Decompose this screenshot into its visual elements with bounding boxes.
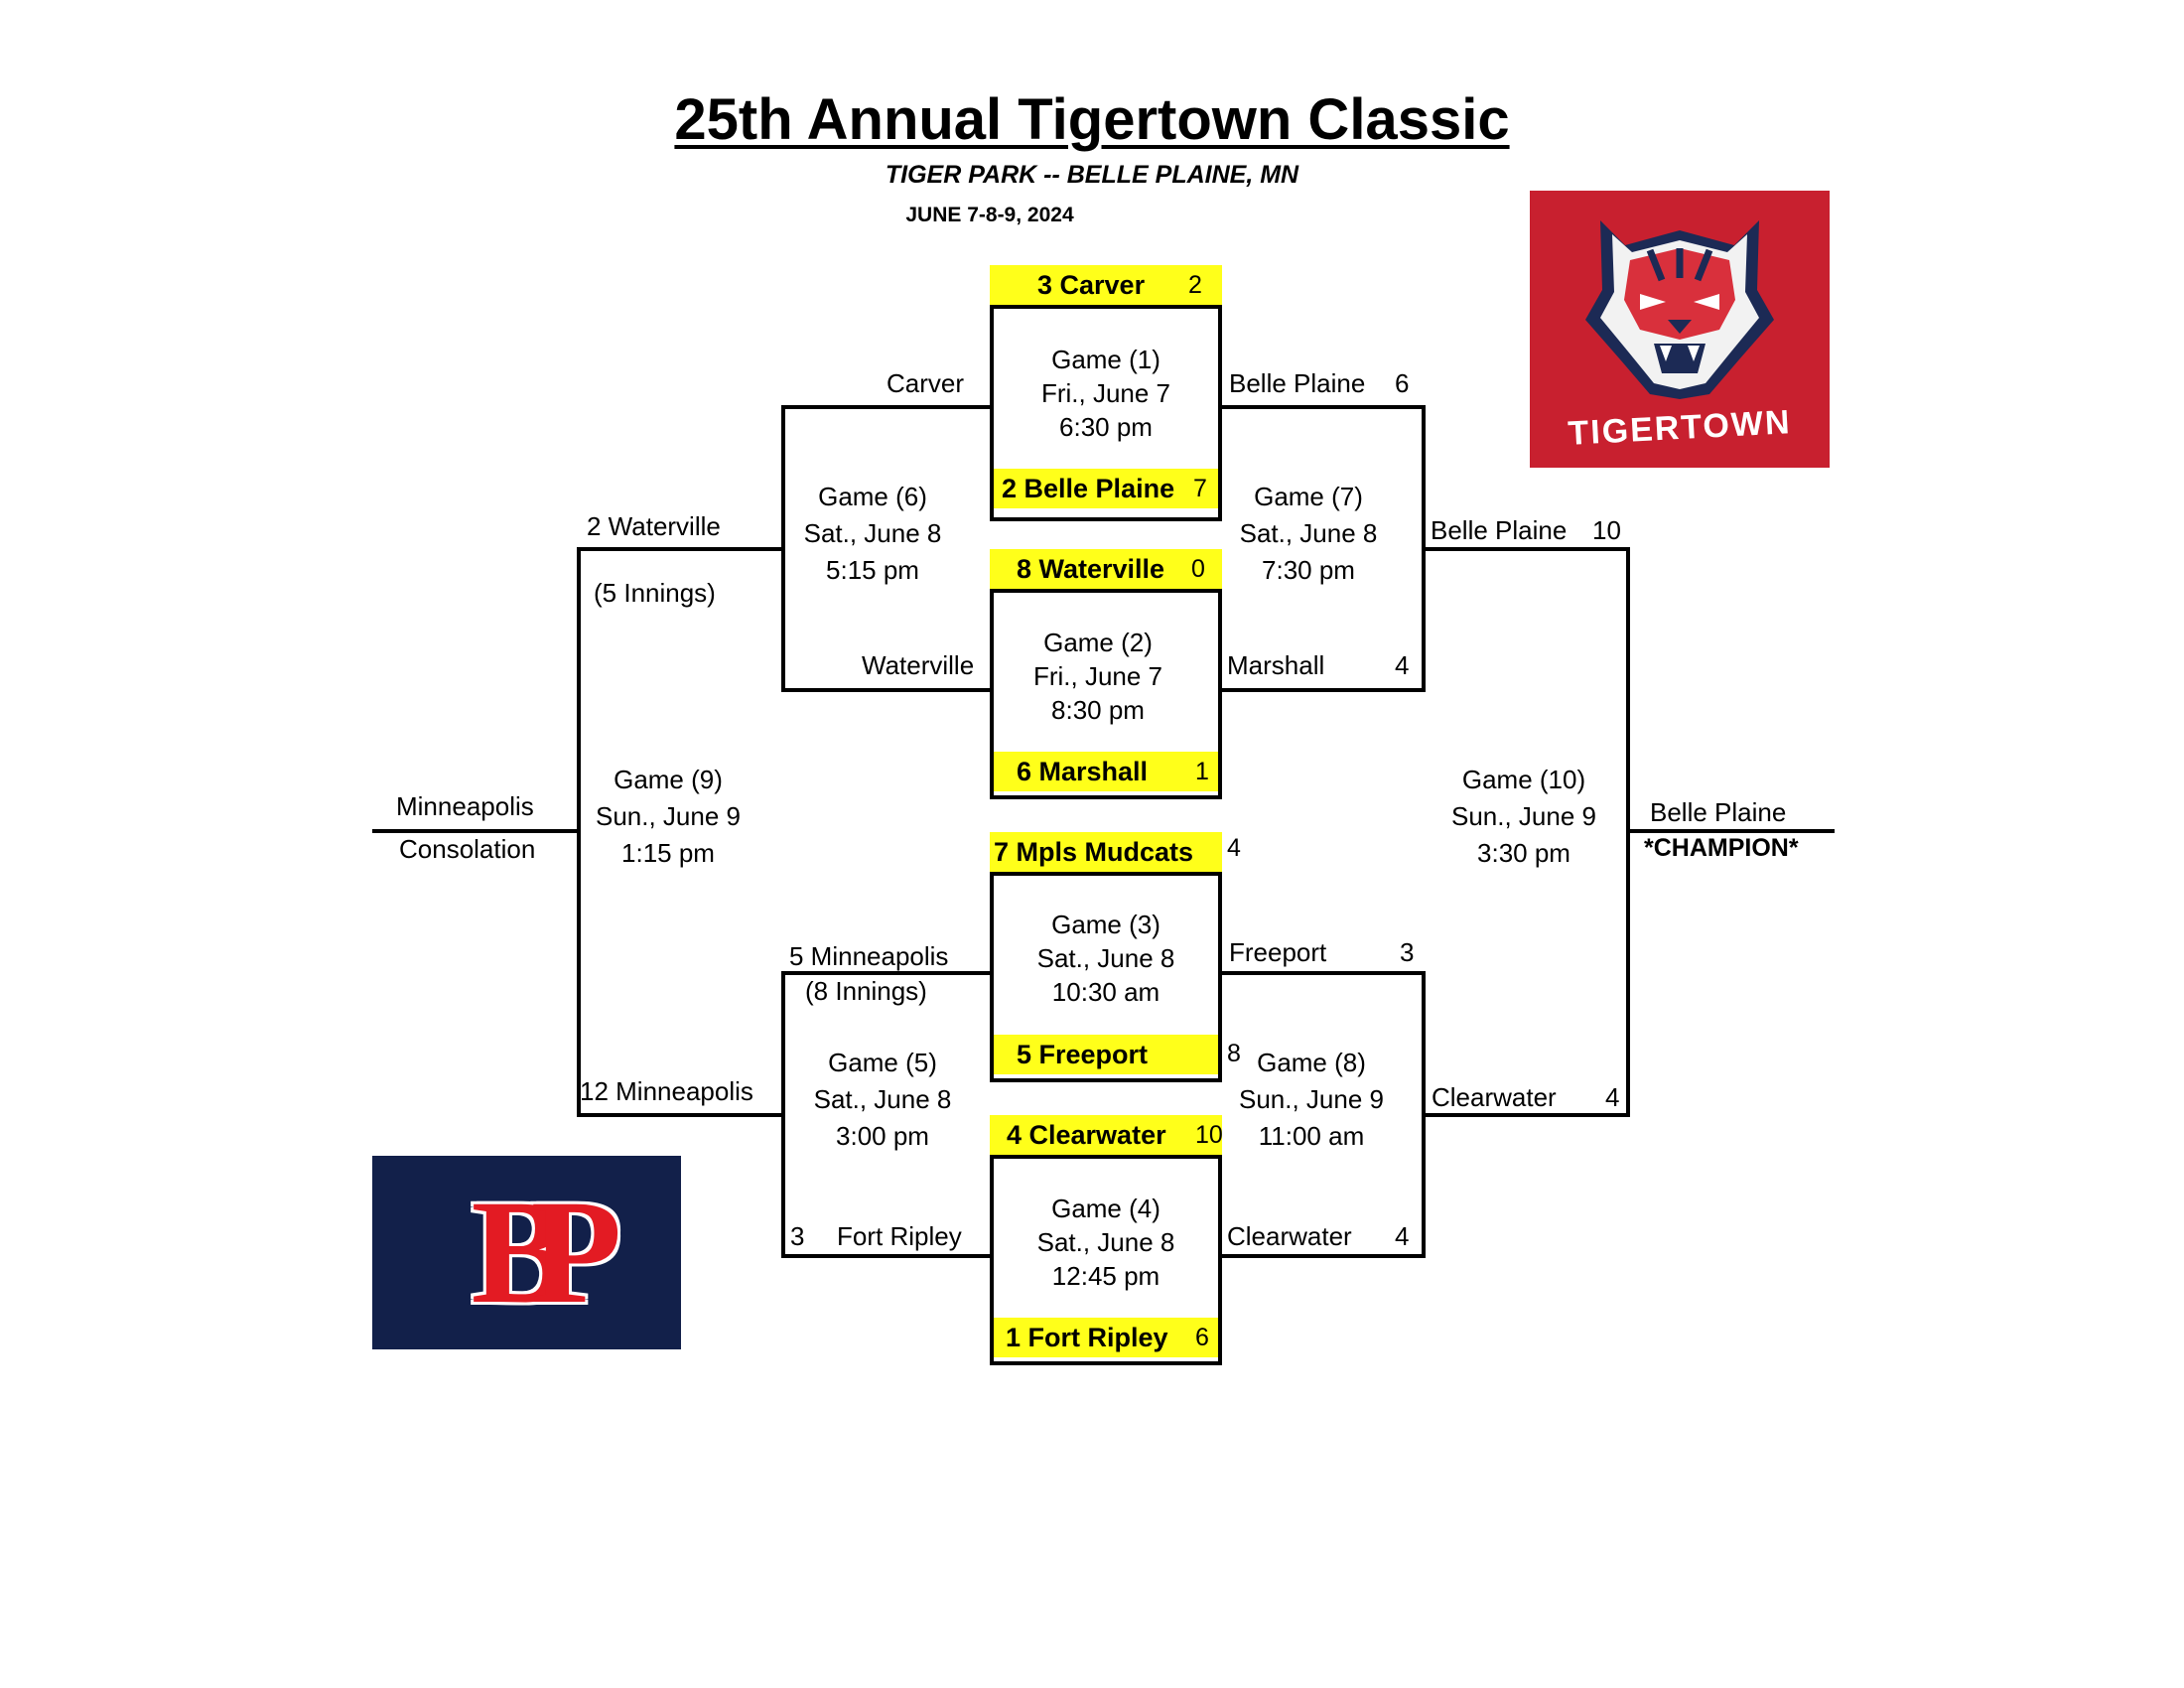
game-9-day: Sun., June 9: [596, 801, 741, 831]
game-10-time: 3:30 pm: [1477, 838, 1570, 868]
g6-top-team: Carver: [887, 368, 965, 398]
seed-8-score: 0: [1191, 554, 1205, 583]
tiger-head-icon: [1585, 220, 1774, 399]
seed-2-score: 7: [1193, 474, 1207, 502]
g10-top-score: 10: [1592, 515, 1621, 545]
game-5-name: Game (5): [828, 1048, 937, 1077]
champion-team: Belle Plaine: [1650, 797, 1787, 827]
seed-7-box: 7 Mpls Mudcats: [990, 832, 1222, 872]
game-9-name: Game (9): [614, 765, 723, 794]
game-9-time: 1:15 pm: [621, 838, 715, 868]
g7-bottom-score: 4: [1395, 650, 1410, 680]
game-2-info: Game (2) Fri., June 7 8:30 pm: [986, 626, 1210, 727]
game-8-time: 11:00 am: [1258, 1121, 1365, 1151]
champion-label: *CHAMPION*: [1644, 834, 1799, 862]
consolation-team: Minneapolis: [396, 791, 534, 821]
seed-3-team: 3 Carver: [1037, 269, 1146, 300]
consolation-label: Consolation: [399, 834, 536, 864]
seed-5-score: 8: [1227, 1040, 1241, 1067]
game-2-name: Game (2): [1043, 628, 1153, 657]
game-2-day: Fri., June 7: [1032, 661, 1163, 691]
g5-bottom-score: 3: [790, 1221, 805, 1251]
game-5-day: Sat., June 8: [813, 1084, 952, 1114]
g9-top-team: 2 Waterville: [587, 511, 721, 541]
game-9-info: Game (9) Sun., June 9 1:15 pm: [556, 762, 780, 872]
page-title: 25th Annual Tigertown Classic: [674, 87, 1510, 152]
g7-top-team: Belle Plaine: [1229, 368, 1366, 398]
seed-1-box: 1 Fort Ripley 6: [994, 1318, 1218, 1357]
game-4-name: Game (4): [1051, 1194, 1160, 1223]
game-3-name: Game (3): [1051, 910, 1160, 939]
seed-7-score: 4: [1227, 834, 1241, 862]
seed-1-team: 1 Fort Ripley: [1006, 1322, 1168, 1352]
g5-bottom-team: Fort Ripley: [837, 1221, 962, 1251]
game-6-day: Sat., June 8: [803, 518, 942, 548]
game-7-time: 7:30 pm: [1262, 555, 1355, 585]
game-3-info: Game (3) Sat., June 8 10:30 am: [994, 908, 1218, 1009]
game-3-time: 10:30 am: [1051, 977, 1160, 1007]
seed-7-team: 7 Mpls Mudcats: [994, 836, 1194, 867]
seed-4-team: 4 Clearwater: [1007, 1119, 1166, 1150]
game-1-name: Game (1): [1051, 345, 1160, 374]
g10-bottom-team: Clearwater: [1432, 1082, 1557, 1112]
game-10-name: Game (10): [1461, 765, 1586, 794]
bp-logo-text: BP: [471, 1170, 622, 1335]
seed-5-box: 5 Freeport: [994, 1035, 1218, 1074]
seed-8-team: 8 Waterville: [1017, 553, 1165, 584]
game-5-info: Game (5) Sat., June 8 3:00 pm: [770, 1045, 995, 1155]
seed-2-team: 2 Belle Plaine: [1002, 473, 1175, 503]
game-8-name: Game (8): [1257, 1048, 1366, 1077]
game-1-day: Fri., June 7: [1040, 378, 1171, 408]
g5-top-team: 5 Minneapolis: [789, 941, 949, 971]
g9-bottom-team: 12 Minneapolis: [580, 1076, 753, 1106]
game-1-info: Game (1) Fri., June 7 6:30 pm: [994, 343, 1218, 444]
g9-top-note: (5 Innings): [594, 578, 716, 608]
game-10-info: Game (10) Sun., June 9 3:30 pm: [1412, 762, 1636, 872]
g5-top-note: (8 Innings): [805, 976, 927, 1006]
g8-top-score: 3: [1400, 937, 1415, 967]
dates: JUNE 7-8-9, 2024: [905, 204, 1074, 226]
seed-6-team: 6 Marshall: [1017, 756, 1149, 786]
seed-3-score: 2: [1188, 270, 1202, 299]
g10-bottom-score: 4: [1605, 1082, 1620, 1112]
seed-6-score: 1: [1195, 757, 1209, 785]
game-6-name: Game (6): [818, 482, 927, 511]
seed-5-team: 5 Freeport: [1017, 1039, 1149, 1069]
seed-4-score: 10: [1195, 1120, 1223, 1149]
seed-4-box: 4 Clearwater 10: [990, 1115, 1223, 1155]
g8-top-team: Freeport: [1229, 937, 1327, 967]
tigertown-logo: TIGERTOWN: [1530, 191, 1830, 468]
seed-1-score: 6: [1195, 1323, 1209, 1351]
game-1-time: 6:30 pm: [1059, 412, 1153, 442]
game-7-name: Game (7): [1254, 482, 1363, 511]
game-7-day: Sat., June 8: [1239, 518, 1378, 548]
game-3-day: Sat., June 8: [1036, 943, 1175, 973]
game-7-info: Game (7) Sat., June 8 7:30 pm: [1196, 479, 1421, 589]
seed-2-box: 2 Belle Plaine 7: [994, 469, 1218, 508]
g10-top-team: Belle Plaine: [1431, 515, 1568, 545]
g7-bottom-team: Marshall: [1227, 650, 1325, 680]
game-6-time: 5:15 pm: [826, 555, 919, 585]
seed-8-box: 8 Waterville 0: [990, 549, 1222, 589]
game-8-day: Sun., June 9: [1239, 1084, 1384, 1114]
game-10-day: Sun., June 9: [1451, 801, 1596, 831]
g6-bottom-team: Waterville: [862, 650, 975, 680]
g8-bottom-score: 4: [1395, 1221, 1410, 1251]
game-4-time: 12:45 pm: [1051, 1261, 1160, 1291]
seed-6-box: 6 Marshall 1: [994, 752, 1218, 791]
game-4-info: Game (4) Sat., June 8 12:45 pm: [994, 1192, 1218, 1293]
venue: TIGER PARK -- BELLE PLAINE, MN: [885, 161, 1299, 189]
bp-logo: BP: [372, 1156, 681, 1349]
g7-top-score: 6: [1395, 368, 1410, 398]
game-8-info: Game (8) Sun., June 9 11:00 am: [1199, 1045, 1424, 1155]
game-4-day: Sat., June 8: [1036, 1227, 1175, 1257]
g8-bottom-team: Clearwater: [1227, 1221, 1352, 1251]
game-2-time: 8:30 pm: [1051, 695, 1145, 725]
seed-3-box: 3 Carver 2: [990, 265, 1222, 305]
game-5-time: 3:00 pm: [836, 1121, 929, 1151]
game-6-info: Game (6) Sat., June 8 5:15 pm: [760, 479, 985, 589]
